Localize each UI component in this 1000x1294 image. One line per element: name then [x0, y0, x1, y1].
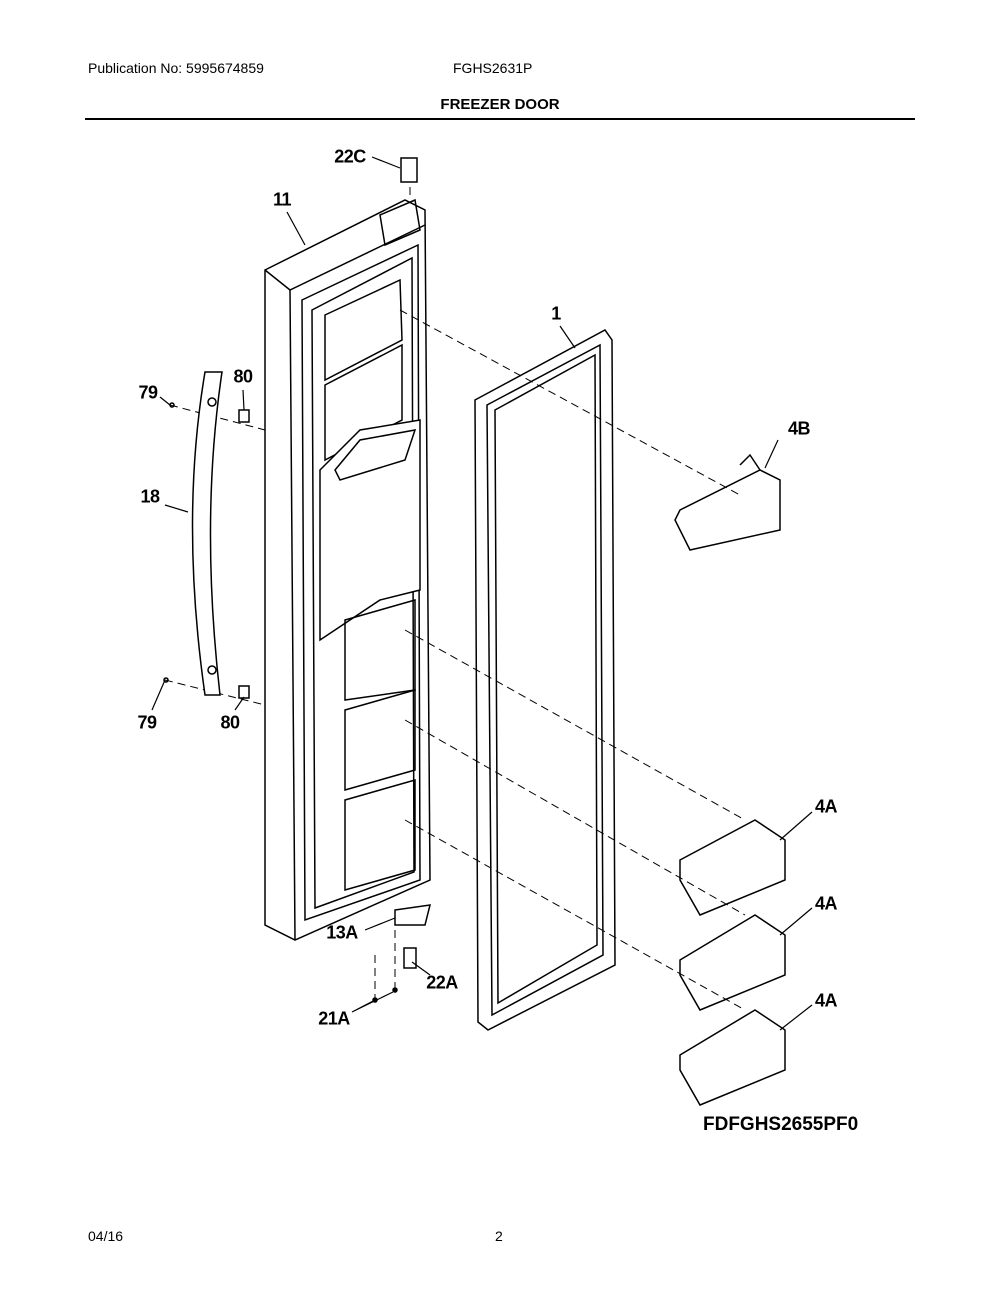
callout-79: 79: [137, 712, 157, 733]
callout-13a: 13A: [326, 922, 358, 943]
model-number: FGHS2631P: [453, 60, 533, 76]
drawing-code: FDFGHS2655PF0: [703, 1114, 859, 1135]
callout-11: 11: [272, 189, 292, 210]
freezer-door-part-11: [264, 198, 431, 941]
callout-4a: 4A: [814, 893, 838, 914]
callout-80: 80: [220, 712, 240, 733]
publication-number: Publication No: 5995674859: [88, 60, 264, 76]
leader-lines: [151, 156, 813, 1031]
callout-21a: 21A: [318, 1008, 350, 1029]
callout-22c: 22C: [334, 146, 366, 167]
footer-date: 04/16: [88, 1228, 124, 1244]
page-title: FREEZER DOOR: [440, 96, 560, 113]
callout-4a: 4A: [814, 796, 838, 817]
callout-4a: 4A: [814, 990, 838, 1011]
alignment-lines: [164, 160, 746, 1011]
callout-79: 79: [138, 382, 158, 403]
callout-22a: 22A: [426, 972, 458, 993]
door-bin-4a: [679, 819, 786, 1106]
door-gasket-part-1: [474, 329, 616, 1031]
header-divider: [85, 118, 915, 120]
door-handle-part-18: [191, 371, 250, 699]
callout-4b: 4B: [787, 418, 811, 439]
callout-1: 1: [551, 303, 561, 324]
page-number: 2: [495, 1228, 503, 1244]
callout-18: 18: [140, 486, 160, 507]
door-bin-4b: [674, 453, 781, 551]
callout-80: 80: [233, 366, 253, 387]
